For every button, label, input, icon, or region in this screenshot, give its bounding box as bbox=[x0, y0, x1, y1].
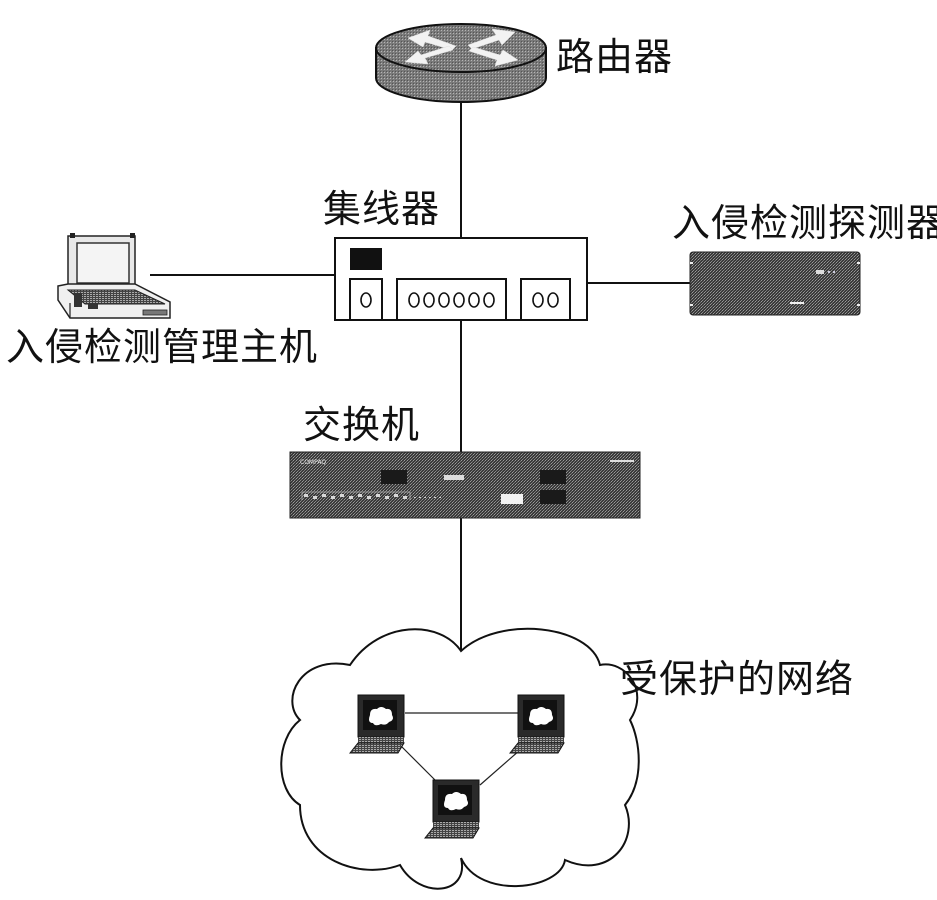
lan-links bbox=[399, 712, 521, 786]
workstation-icon bbox=[508, 694, 565, 754]
switch-label: 交换机 bbox=[303, 403, 421, 447]
protected-network-label: 受保护的网络 bbox=[620, 657, 855, 701]
hub-port-group-3 bbox=[520, 278, 571, 321]
hub-port-group-2 bbox=[396, 278, 507, 321]
connection-lines bbox=[150, 95, 690, 650]
hub-label: 集线器 bbox=[323, 187, 441, 231]
switch-brand-label: COMPAQ bbox=[300, 459, 326, 466]
ids-sensor-label: 入侵检测探测器 bbox=[672, 201, 937, 245]
workstation-icon bbox=[348, 694, 405, 754]
router-label: 路由器 bbox=[556, 35, 674, 79]
hub-port-group-1 bbox=[349, 278, 383, 321]
switch-ports bbox=[304, 494, 407, 499]
workstation-icon bbox=[423, 779, 480, 839]
ids-manager-label: 入侵检测管理主机 bbox=[6, 325, 319, 369]
switch-icon: COMPAQ bbox=[289, 451, 641, 519]
cloud-icon bbox=[280, 627, 640, 890]
sensor-appliance-icon bbox=[689, 251, 861, 316]
router-icon bbox=[375, 23, 547, 103]
hub-status-led bbox=[350, 248, 382, 270]
hub-icon bbox=[334, 237, 588, 321]
laptop-icon bbox=[57, 233, 171, 319]
